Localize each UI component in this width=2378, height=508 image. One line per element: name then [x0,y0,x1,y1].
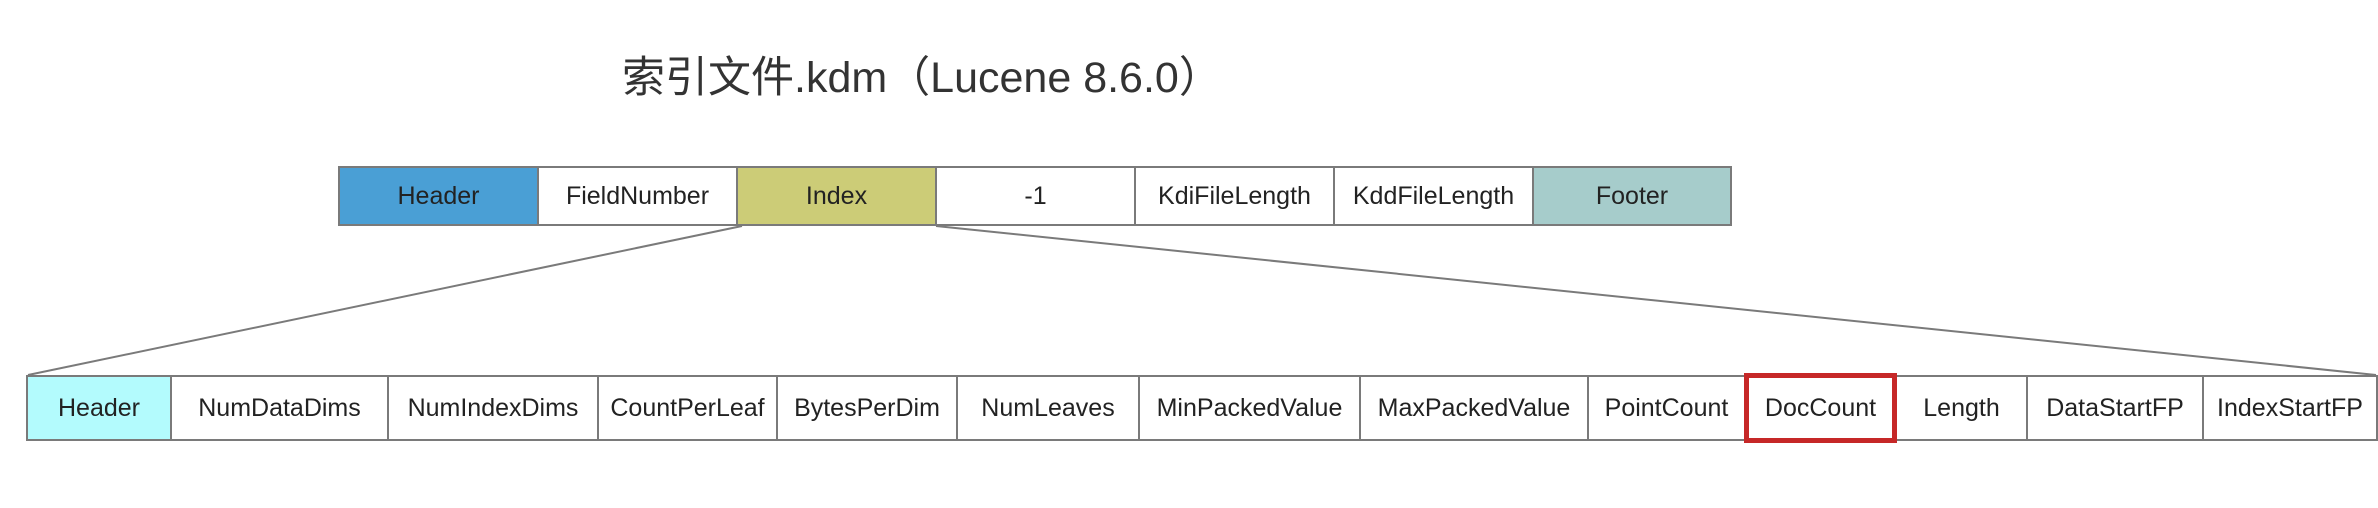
connector-line-left [27,225,743,376]
top-cell-label: -1 [1024,181,1047,210]
top-cell-minus-one: -1 [937,168,1136,224]
bottom-cell-numindexdims: NumIndexDims [389,377,599,439]
top-cell-label: KdiFileLength [1158,181,1311,210]
bottom-cell-label: Length [1923,393,2000,422]
top-cell-index: Index [738,168,937,224]
bottom-cell-numdatadims: NumDataDims [172,377,389,439]
bottom-cell-datastartfp: DataStartFP [2028,377,2204,439]
top-cell-label: Header [397,181,480,210]
bottom-cell-label: MinPackedValue [1156,393,1343,422]
bottom-cell-label: MaxPackedValue [1377,393,1571,422]
top-cell-label: FieldNumber [565,181,710,210]
top-cell-label: Footer [1595,181,1669,210]
bottom-cell-label: NumIndexDims [407,393,579,422]
bottom-cell-minpackedvalue: MinPackedValue [1140,377,1361,439]
bottom-cell-label: CountPerLeaf [610,393,765,422]
bottom-cell-indexstartfp: IndexStartFP [2204,377,2376,439]
connector-line-right [935,225,2377,376]
bottom-cell-label: BytesPerDim [794,393,940,422]
top-cell-kddfilelength: KddFileLength [1335,168,1534,224]
bottom-cell-label: PointCount [1604,393,1729,422]
index-structure-row: Header NumDataDims NumIndexDims CountPer… [26,373,2378,443]
bottom-cell-countperleaf: CountPerLeaf [599,377,778,439]
bottom-cell-label: NumLeaves [981,393,1115,422]
top-cell-label: KddFileLength [1352,181,1515,210]
bottom-cell-maxpackedvalue: MaxPackedValue [1361,377,1589,439]
top-cell-fieldnumber: FieldNumber [539,168,738,224]
bottom-cell-bytesperdim: BytesPerDim [778,377,958,439]
top-cell-footer: Footer [1534,168,1730,224]
bottom-cell-header: Header [28,377,172,439]
top-cell-kdifilelength: KdiFileLength [1136,168,1335,224]
bottom-cell-label: DocCount [1764,393,1877,422]
diagram-title: 索引文件.kdm（Lucene 8.6.0） [622,54,1222,102]
bottom-cell-doccount: DocCount [1744,373,1897,443]
top-cell-header: Header [340,168,539,224]
bottom-cell-label: DataStartFP [2046,393,2184,422]
bottom-cell-label: Header [58,393,140,422]
top-cell-label: Index [805,181,868,210]
bottom-cell-label: IndexStartFP [2217,393,2363,422]
bottom-cell-numleaves: NumLeaves [958,377,1140,439]
bottom-cell-pointcount: PointCount [1589,377,1746,439]
bottom-cell-label: NumDataDims [198,393,361,422]
bottom-cell-length: Length [1897,377,2028,439]
kdm-file-structure-row: Header FieldNumber Index -1 KdiFileLengt… [338,166,1732,226]
